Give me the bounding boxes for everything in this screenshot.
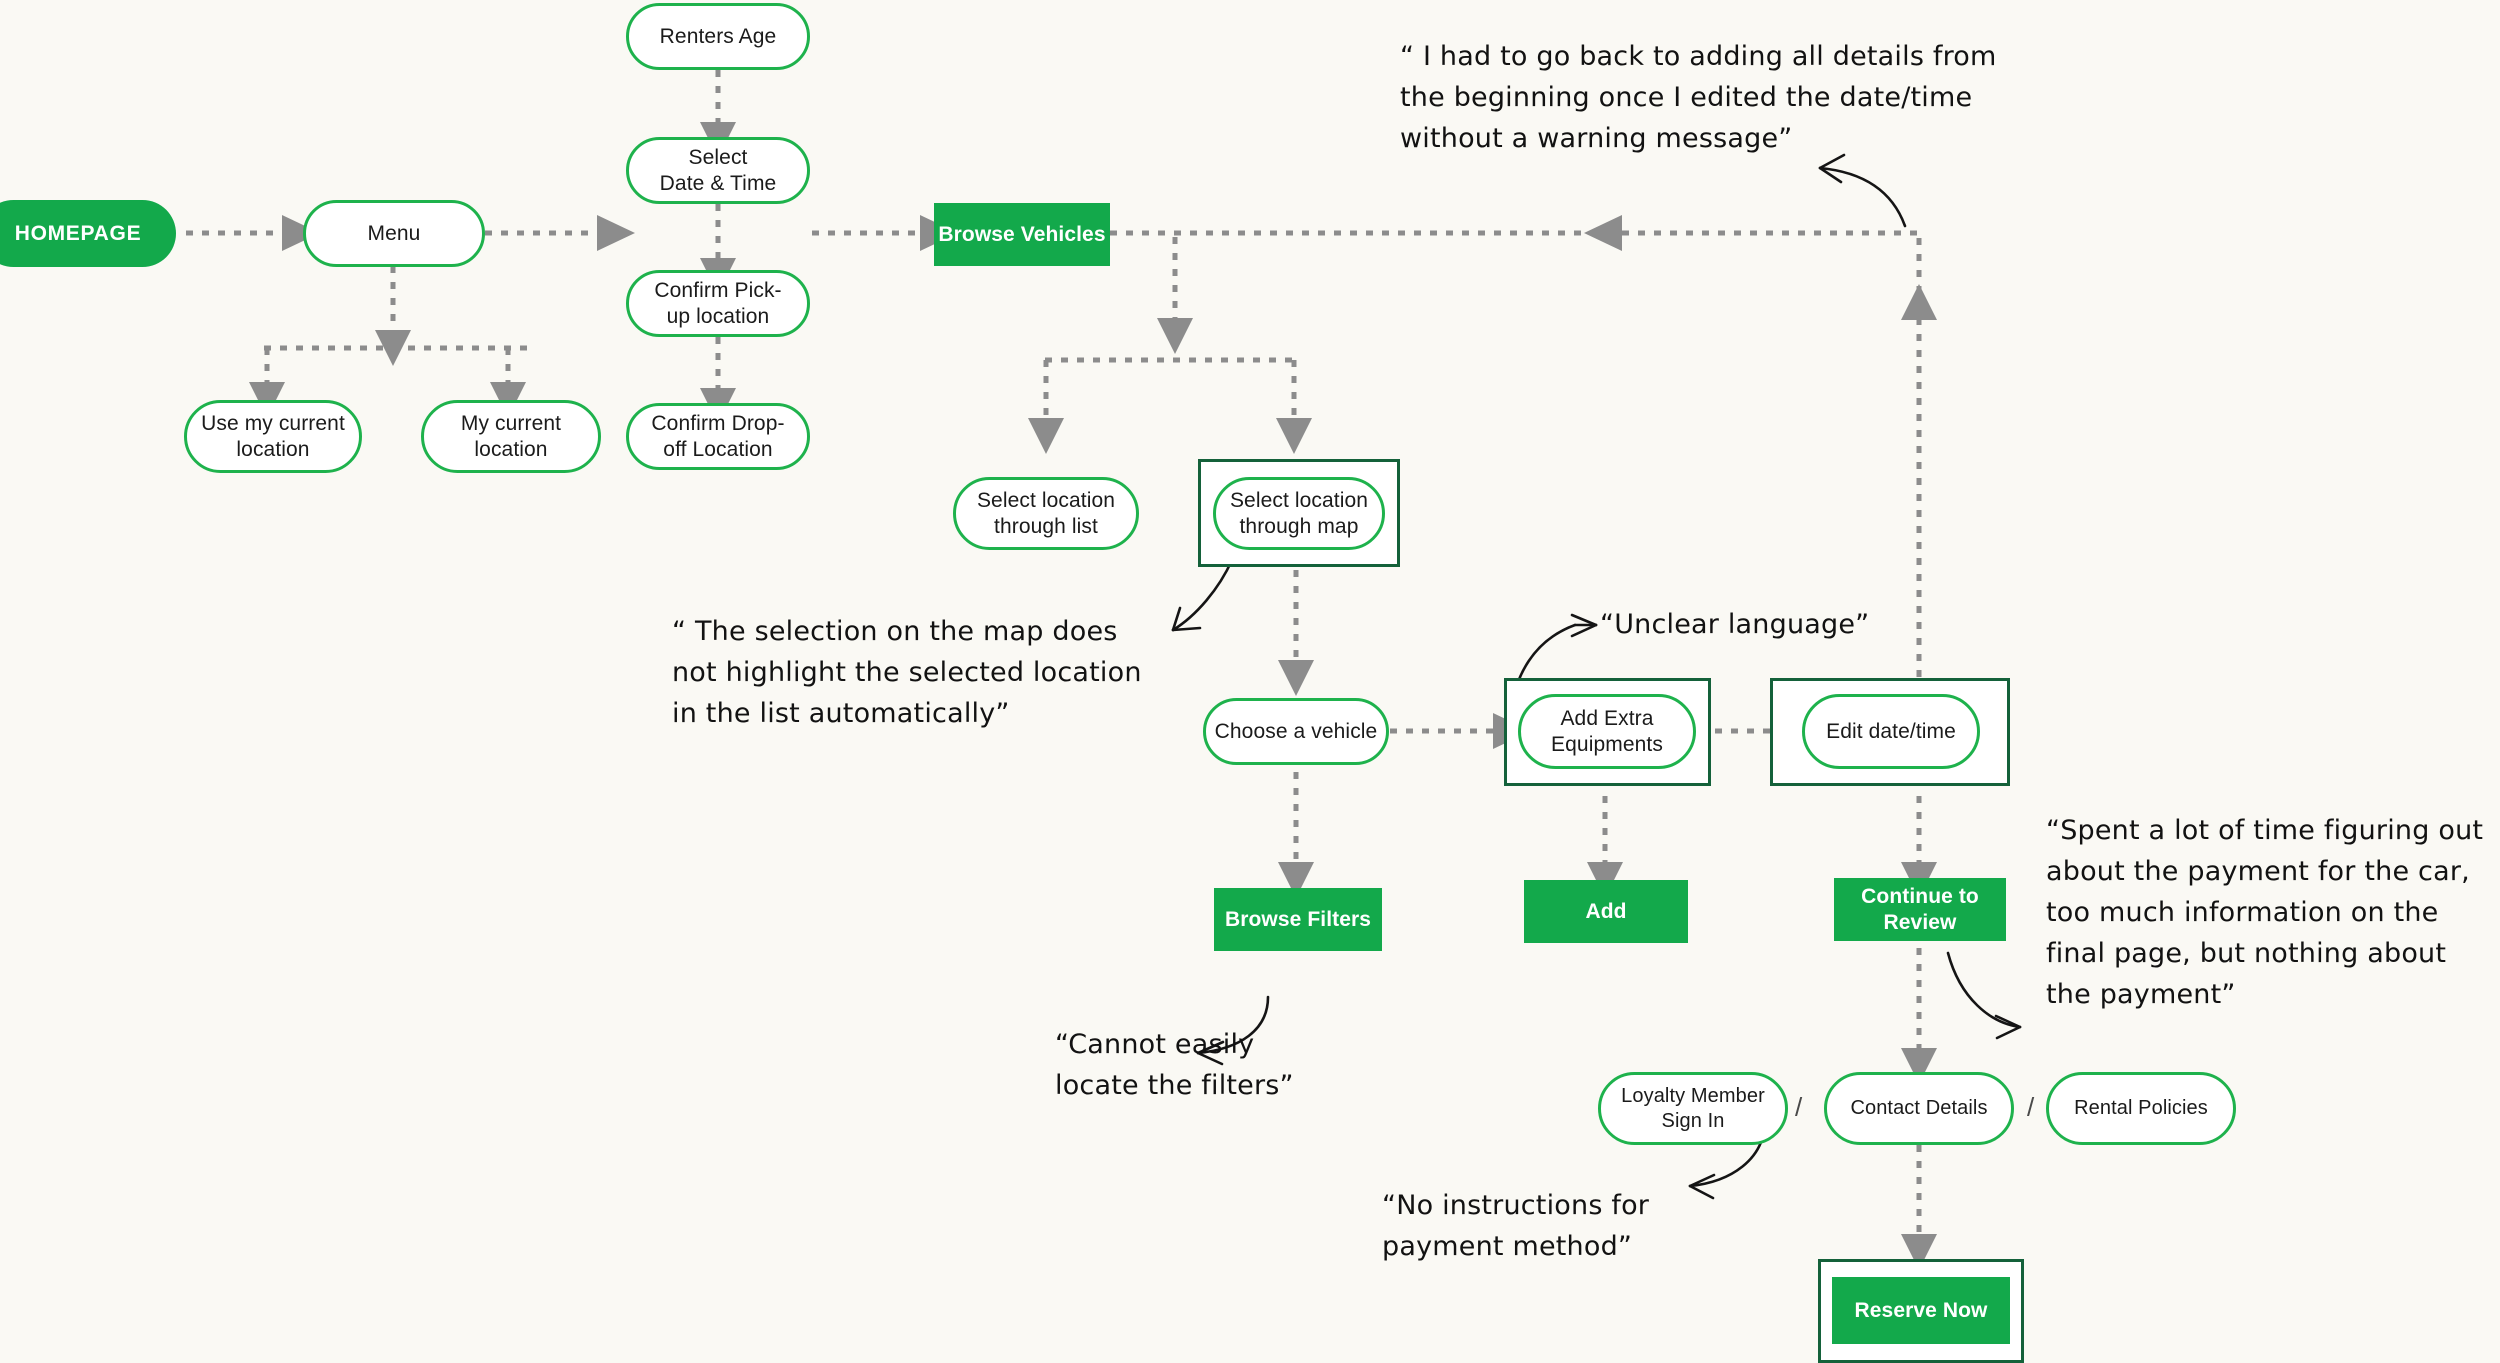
node-select-location-through-list[interactable]: Select location through list [953, 477, 1139, 550]
node-choose-a-vehicle[interactable]: Choose a vehicle [1203, 698, 1389, 765]
node-browse-filters-label: Browse Filters [1224, 907, 1372, 931]
node-loyalty-member-sign-in[interactable]: Loyalty Member Sign In [1598, 1072, 1788, 1145]
node-select-location-through-map-label: Select location through map [1229, 488, 1369, 538]
node-browse-vehicles[interactable]: Browse Vehicles [934, 203, 1110, 266]
node-edit-date-time-label: Edit date/time [1826, 719, 1956, 743]
node-add-label: Add [1585, 899, 1627, 923]
node-renters-age-label: Renters Age [659, 24, 777, 48]
node-use-my-current-location-label: Use my current location [201, 411, 345, 461]
node-select-location-through-map[interactable]: Select location through map [1213, 477, 1385, 550]
annotation-payment-info: “Spent a lot of time figuring out about … [2046, 815, 2484, 1011]
node-select-date-time-label: Select Date & Time [659, 145, 777, 195]
node-continue-to-review-label: Continue to Review [1861, 884, 1979, 934]
separator-slash-2: / [2027, 1092, 2035, 1122]
node-contact-details-label: Contact Details [1850, 1097, 1988, 1120]
node-my-current-location-label: My current location [460, 411, 562, 461]
node-edit-date-time[interactable]: Edit date/time [1802, 694, 1980, 769]
node-confirm-pickup-location[interactable]: Confirm Pick- up location [626, 270, 810, 337]
node-select-date-time[interactable]: Select Date & Time [626, 137, 810, 204]
node-rental-policies-label: Rental Policies [2074, 1097, 2208, 1120]
node-menu-label: Menu [367, 221, 421, 245]
node-continue-to-review[interactable]: Continue to Review [1834, 878, 2006, 941]
node-add-extra-equipments-label: Add Extra Equipments [1551, 706, 1663, 756]
node-confirm-dropoff-location-label: Confirm Drop- off Location [651, 411, 785, 461]
annotation-map-selection: “ The selection on the map does not high… [672, 616, 1142, 730]
node-renters-age[interactable]: Renters Age [626, 3, 810, 70]
node-loyalty-member-sign-in-label: Loyalty Member Sign In [1621, 1085, 1765, 1132]
node-select-location-through-list-label: Select location through list [976, 488, 1116, 538]
separator-slash-1: / [1795, 1092, 1803, 1122]
node-confirm-pickup-location-label: Confirm Pick- up location [654, 278, 782, 328]
node-homepage[interactable]: HOMEPAGE [0, 200, 176, 267]
node-use-my-current-location[interactable]: Use my current location [184, 400, 362, 473]
node-homepage-label: HOMEPAGE [14, 221, 142, 245]
node-contact-details[interactable]: Contact Details [1824, 1072, 2014, 1145]
annotation-date-time-warning: “ I had to go back to adding all details… [1400, 41, 1997, 155]
annotation-filters: “Cannot easily locate the filters” [1055, 1029, 1294, 1102]
annotation-unclear-language: “Unclear language” [1600, 609, 1870, 640]
node-rental-policies[interactable]: Rental Policies [2046, 1072, 2236, 1145]
node-browse-filters[interactable]: Browse Filters [1214, 888, 1382, 951]
node-browse-vehicles-label: Browse Vehicles [938, 222, 1106, 246]
node-choose-a-vehicle-label: Choose a vehicle [1214, 719, 1378, 743]
node-add[interactable]: Add [1524, 880, 1688, 943]
node-reserve-now-label: Reserve Now [1854, 1298, 1988, 1322]
node-reserve-now[interactable]: Reserve Now [1832, 1277, 2010, 1344]
node-confirm-dropoff-location[interactable]: Confirm Drop- off Location [626, 403, 810, 470]
node-add-extra-equipments[interactable]: Add Extra Equipments [1518, 694, 1696, 769]
annotation-payment-method: “No instructions for payment method” [1382, 1190, 1650, 1263]
node-my-current-location[interactable]: My current location [421, 400, 601, 473]
node-menu[interactable]: Menu [303, 200, 485, 267]
